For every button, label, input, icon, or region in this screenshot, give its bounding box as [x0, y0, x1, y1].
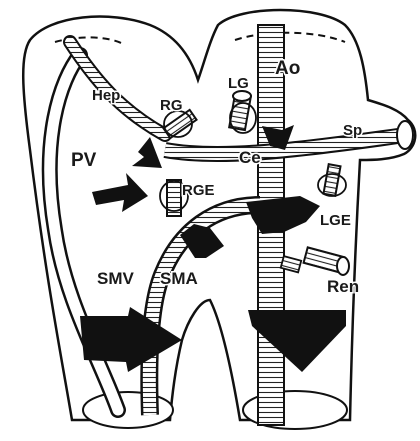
label-lge: LGE	[320, 212, 351, 229]
label-sma: SMA	[160, 269, 198, 288]
label-lg: LG	[228, 75, 249, 92]
label-ren: Ren	[327, 277, 359, 296]
label-rge: RGE	[182, 182, 215, 199]
left-bottom-opening	[83, 392, 173, 428]
label-sp: Sp	[343, 122, 362, 139]
label-pv: PV	[71, 150, 97, 171]
label-hep: Hep	[92, 87, 120, 104]
splenic-artery-end	[397, 121, 413, 149]
label-ao: Ao	[275, 58, 300, 79]
label-ce: Ce	[239, 148, 261, 167]
label-rg: RG	[160, 97, 183, 114]
label-smv: SMV	[97, 269, 135, 288]
